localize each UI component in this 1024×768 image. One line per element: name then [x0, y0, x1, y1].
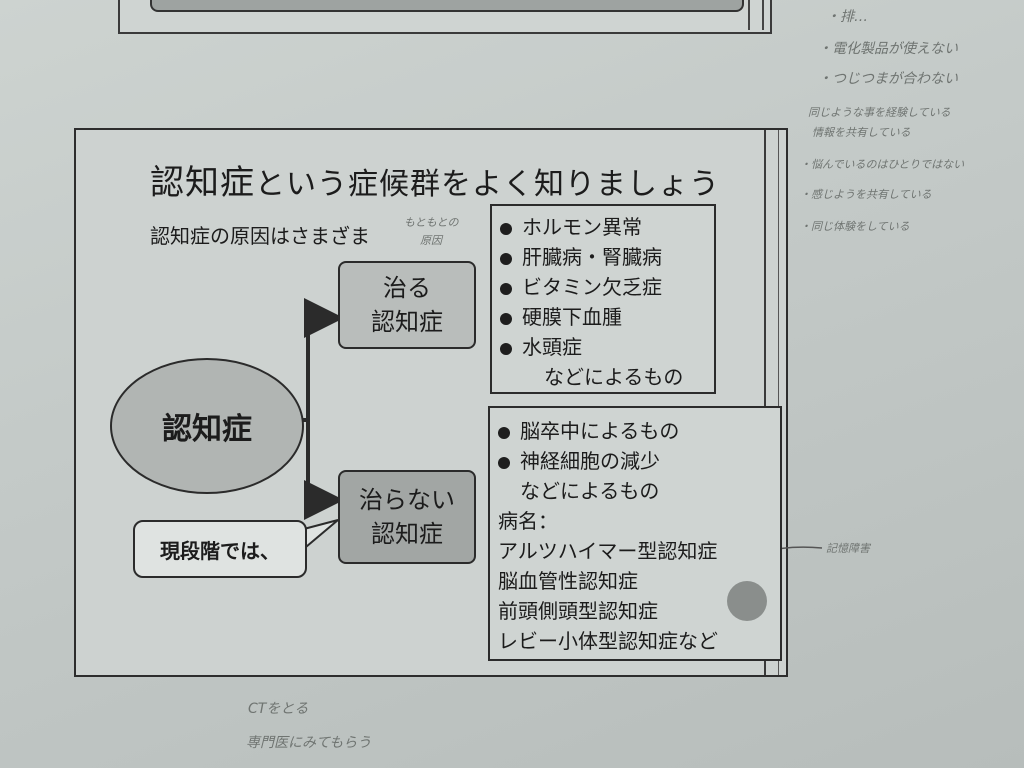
list-tail: などによるもの	[520, 479, 660, 503]
slide-title: 認知症という症候群をよく知りましょう	[150, 155, 720, 204]
list-item: 脳卒中によるもの	[498, 416, 772, 446]
handwritten-note: 専門医にみてもらう	[246, 735, 372, 751]
gray-circle-mark	[727, 581, 767, 621]
list-item: 水頭症	[500, 332, 706, 362]
handwritten-note: 同じような事を経験している	[808, 106, 951, 119]
callout-current-stage: 現段階では、	[133, 520, 307, 578]
disease-item: 脳血管性認知症	[498, 569, 638, 593]
list-item-text: 肝臓病・腎臓病	[522, 245, 662, 269]
list-item-text: 硬膜下血腫	[522, 305, 622, 329]
title-emphasis: 認知症	[150, 163, 255, 203]
incurable-causes-list: 脳卒中によるもの 神経細胞の減少 などによるもの 病名： アルツハイマー型認知症…	[488, 406, 782, 661]
handwritten-note: 原因	[420, 234, 442, 247]
bullet-icon	[500, 312, 512, 325]
bullet-icon	[500, 222, 512, 235]
bullet-icon	[500, 252, 512, 265]
list-item-text: 脳卒中によるもの	[520, 419, 680, 443]
handwritten-note: 記憶障害	[826, 542, 870, 555]
curable-line2: 認知症	[371, 308, 443, 336]
dementia-center-ellipse: 認知症	[110, 358, 304, 494]
bullet-icon	[498, 456, 510, 469]
bullet-icon	[498, 426, 510, 439]
handwritten-note: ・同じ体験をしている	[800, 220, 910, 233]
slide-subtitle: 認知症の原因はさまざま	[150, 224, 370, 248]
disease-item: アルツハイマー型認知症	[498, 539, 718, 563]
handwritten-note: ・悩んでいるのはひとりではない	[800, 158, 965, 171]
handwritten-note: 情報を共有している	[812, 126, 911, 139]
incurable-line1: 治らない	[359, 486, 455, 514]
incurable-dementia-box: 治らない 認知症	[338, 470, 476, 564]
list-item-text: 水頭症	[522, 335, 582, 359]
bullet-icon	[500, 282, 512, 295]
list-item: 肝臓病・腎臓病	[500, 242, 706, 272]
curable-dementia-box: 治る 認知症	[338, 261, 476, 349]
handwritten-note: ・つじつまが合わない	[818, 71, 958, 87]
handwritten-note: ・電化製品が使えない	[818, 41, 958, 57]
list-item: 硬膜下血腫	[500, 302, 706, 332]
list-item: ホルモン異常	[500, 212, 706, 242]
disease-item: レビー小体型認知症など	[498, 629, 718, 653]
previous-slide-fragment	[118, 0, 772, 34]
list-item-text: ホルモン異常	[522, 215, 642, 239]
handwritten-note: CTをとる	[248, 701, 309, 717]
arrow-to-incurable	[304, 420, 344, 520]
slide-border-line	[778, 130, 779, 675]
previous-slide-border-line	[762, 0, 764, 30]
disease-item: 前頭側頭型認知症	[498, 599, 658, 623]
list-tail: などによるもの	[544, 365, 684, 389]
handwritten-note: ・感じようを共有している	[800, 188, 932, 201]
previous-slide-box	[150, 0, 744, 12]
handwritten-note: ・排…	[826, 9, 868, 25]
list-item-text: 神経細胞の減少	[520, 449, 660, 473]
curable-line1: 治る	[383, 274, 431, 302]
title-rest: という症候群をよく知りましょう	[255, 167, 720, 202]
bullet-icon	[500, 342, 512, 355]
disease-label: 病名：	[498, 509, 558, 533]
list-item: 神経細胞の減少	[498, 446, 772, 476]
arrow-to-curable	[300, 298, 344, 422]
slide-border-line	[764, 130, 766, 675]
curable-causes-list: ホルモン異常 肝臓病・腎臓病 ビタミン欠乏症 硬膜下血腫 水頭症 などによるもの	[490, 204, 716, 394]
incurable-line2: 認知症	[371, 520, 443, 548]
previous-slide-border-line	[748, 0, 750, 30]
list-item-text: ビタミン欠乏症	[522, 275, 662, 299]
handwritten-note: もともとの	[404, 216, 459, 229]
list-item: ビタミン欠乏症	[500, 272, 706, 302]
